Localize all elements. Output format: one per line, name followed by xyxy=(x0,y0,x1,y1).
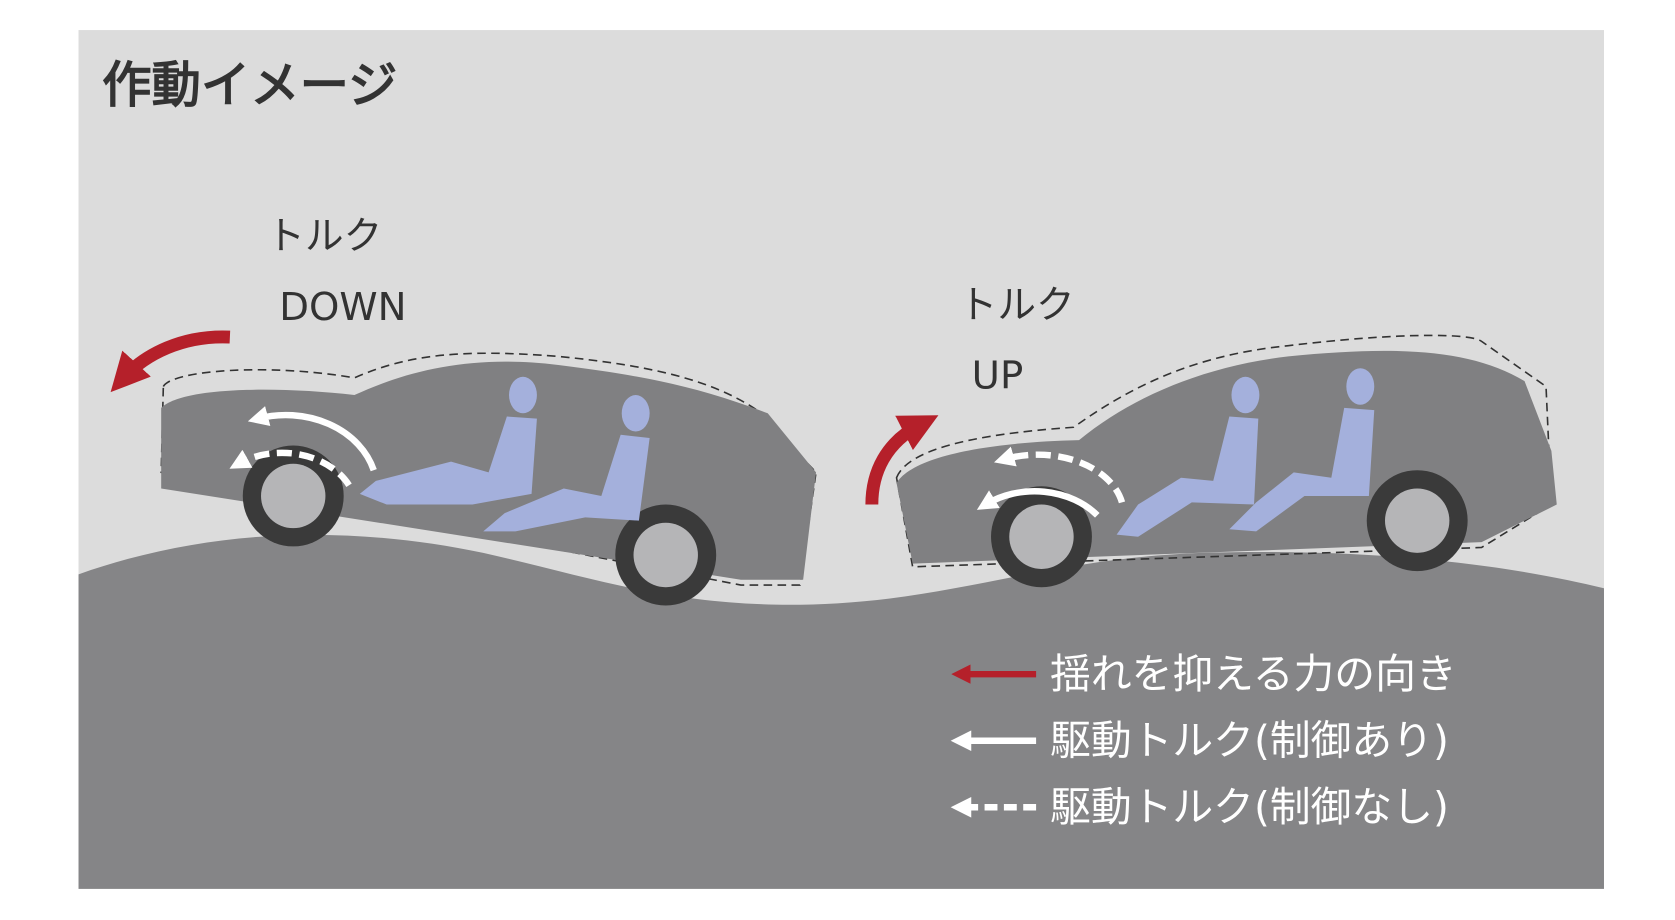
torque-label: トルク xyxy=(959,283,1075,328)
torque-arrow-dashed xyxy=(994,446,1126,504)
torque-down-label: DOWN xyxy=(279,285,406,330)
diagram-title: 作動イメージ xyxy=(102,56,397,114)
car-outline-dashed xyxy=(895,334,1553,568)
red-arrow-down xyxy=(110,330,231,393)
road-ground xyxy=(78,534,1604,889)
front-hub xyxy=(1009,504,1074,569)
legend-label: 揺れを抑える力の向き xyxy=(1050,650,1457,698)
rear-hub xyxy=(633,522,698,588)
rear-hub xyxy=(1384,488,1450,553)
occupants xyxy=(359,376,650,532)
torque-arrow-solid xyxy=(247,406,377,472)
torque-label: トルク xyxy=(266,214,382,259)
legend: 揺れを抑える力の向き 駆動トルク(制御あり) 駆動トルク(制御なし) xyxy=(950,650,1457,831)
front-hub xyxy=(261,463,326,529)
legend-label: 駆動トルク(制御あり) xyxy=(1050,717,1449,765)
right-car: トルク UP xyxy=(865,283,1557,588)
red-arrow-up xyxy=(865,415,939,505)
torque-arrow-dashed xyxy=(229,449,352,488)
torque-arrow-solid xyxy=(976,488,1100,518)
occupants xyxy=(1116,368,1375,537)
legend-label: 駆動トルク(制御なし) xyxy=(1050,783,1449,831)
left-car: トルク DOWN xyxy=(110,214,817,606)
torque-up-label: UP xyxy=(972,354,1024,399)
